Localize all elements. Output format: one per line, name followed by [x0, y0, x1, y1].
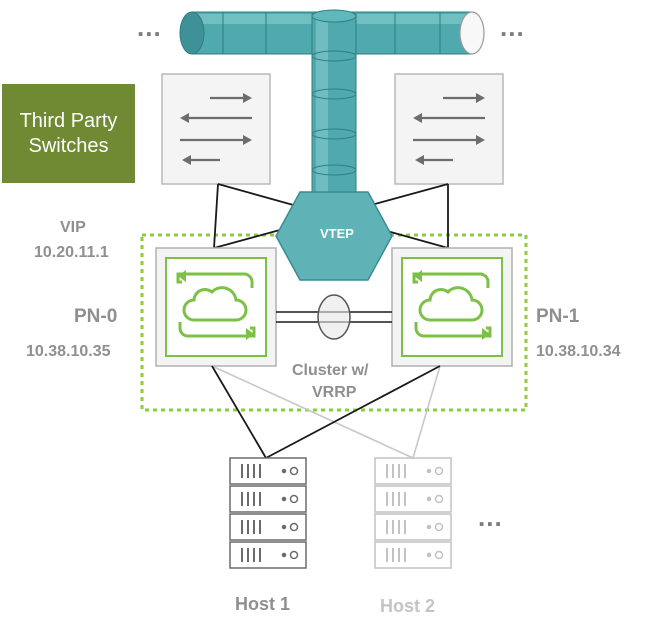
host1-label: Host 1	[235, 594, 291, 614]
pn1-name: PN-1	[536, 306, 580, 327]
host1-server-icon	[229, 457, 307, 569]
pn0-address: 10.38.10.35	[26, 343, 111, 360]
host1-links	[211, 365, 441, 459]
lag-oval	[317, 294, 351, 340]
third-party-switch-left	[161, 73, 271, 185]
host2-links	[211, 365, 441, 459]
vip-title: VIP	[60, 219, 86, 236]
switch-arrows-icon	[413, 93, 485, 165]
pn1-switch	[391, 247, 513, 367]
vtep-label: VTEP	[320, 226, 354, 241]
cluster-label-line1: Cluster w/	[292, 362, 369, 379]
third-party-switch-right	[394, 73, 504, 185]
ellipsis-hosts: ...	[478, 502, 503, 532]
vtep-hexagon	[275, 191, 393, 281]
vip-address: 10.20.11.1	[34, 244, 109, 261]
switch-arrows-icon	[180, 93, 252, 165]
cloud-icon	[412, 272, 492, 338]
host2-server-icon	[374, 457, 452, 569]
pn0-switch	[155, 247, 277, 367]
pn0-name: PN-0	[74, 306, 118, 327]
third-party-switches-label: Third Party Switches	[2, 84, 135, 183]
ellipsis-top-left: ...	[137, 12, 162, 42]
ellipsis-top-right: ...	[500, 12, 525, 42]
cloud-icon	[176, 272, 256, 338]
pn1-address: 10.38.10.34	[536, 343, 621, 360]
cluster-label-line2: VRRP	[312, 384, 357, 401]
host2-label: Host 2	[380, 596, 436, 616]
vertical-pipe	[311, 9, 357, 193]
